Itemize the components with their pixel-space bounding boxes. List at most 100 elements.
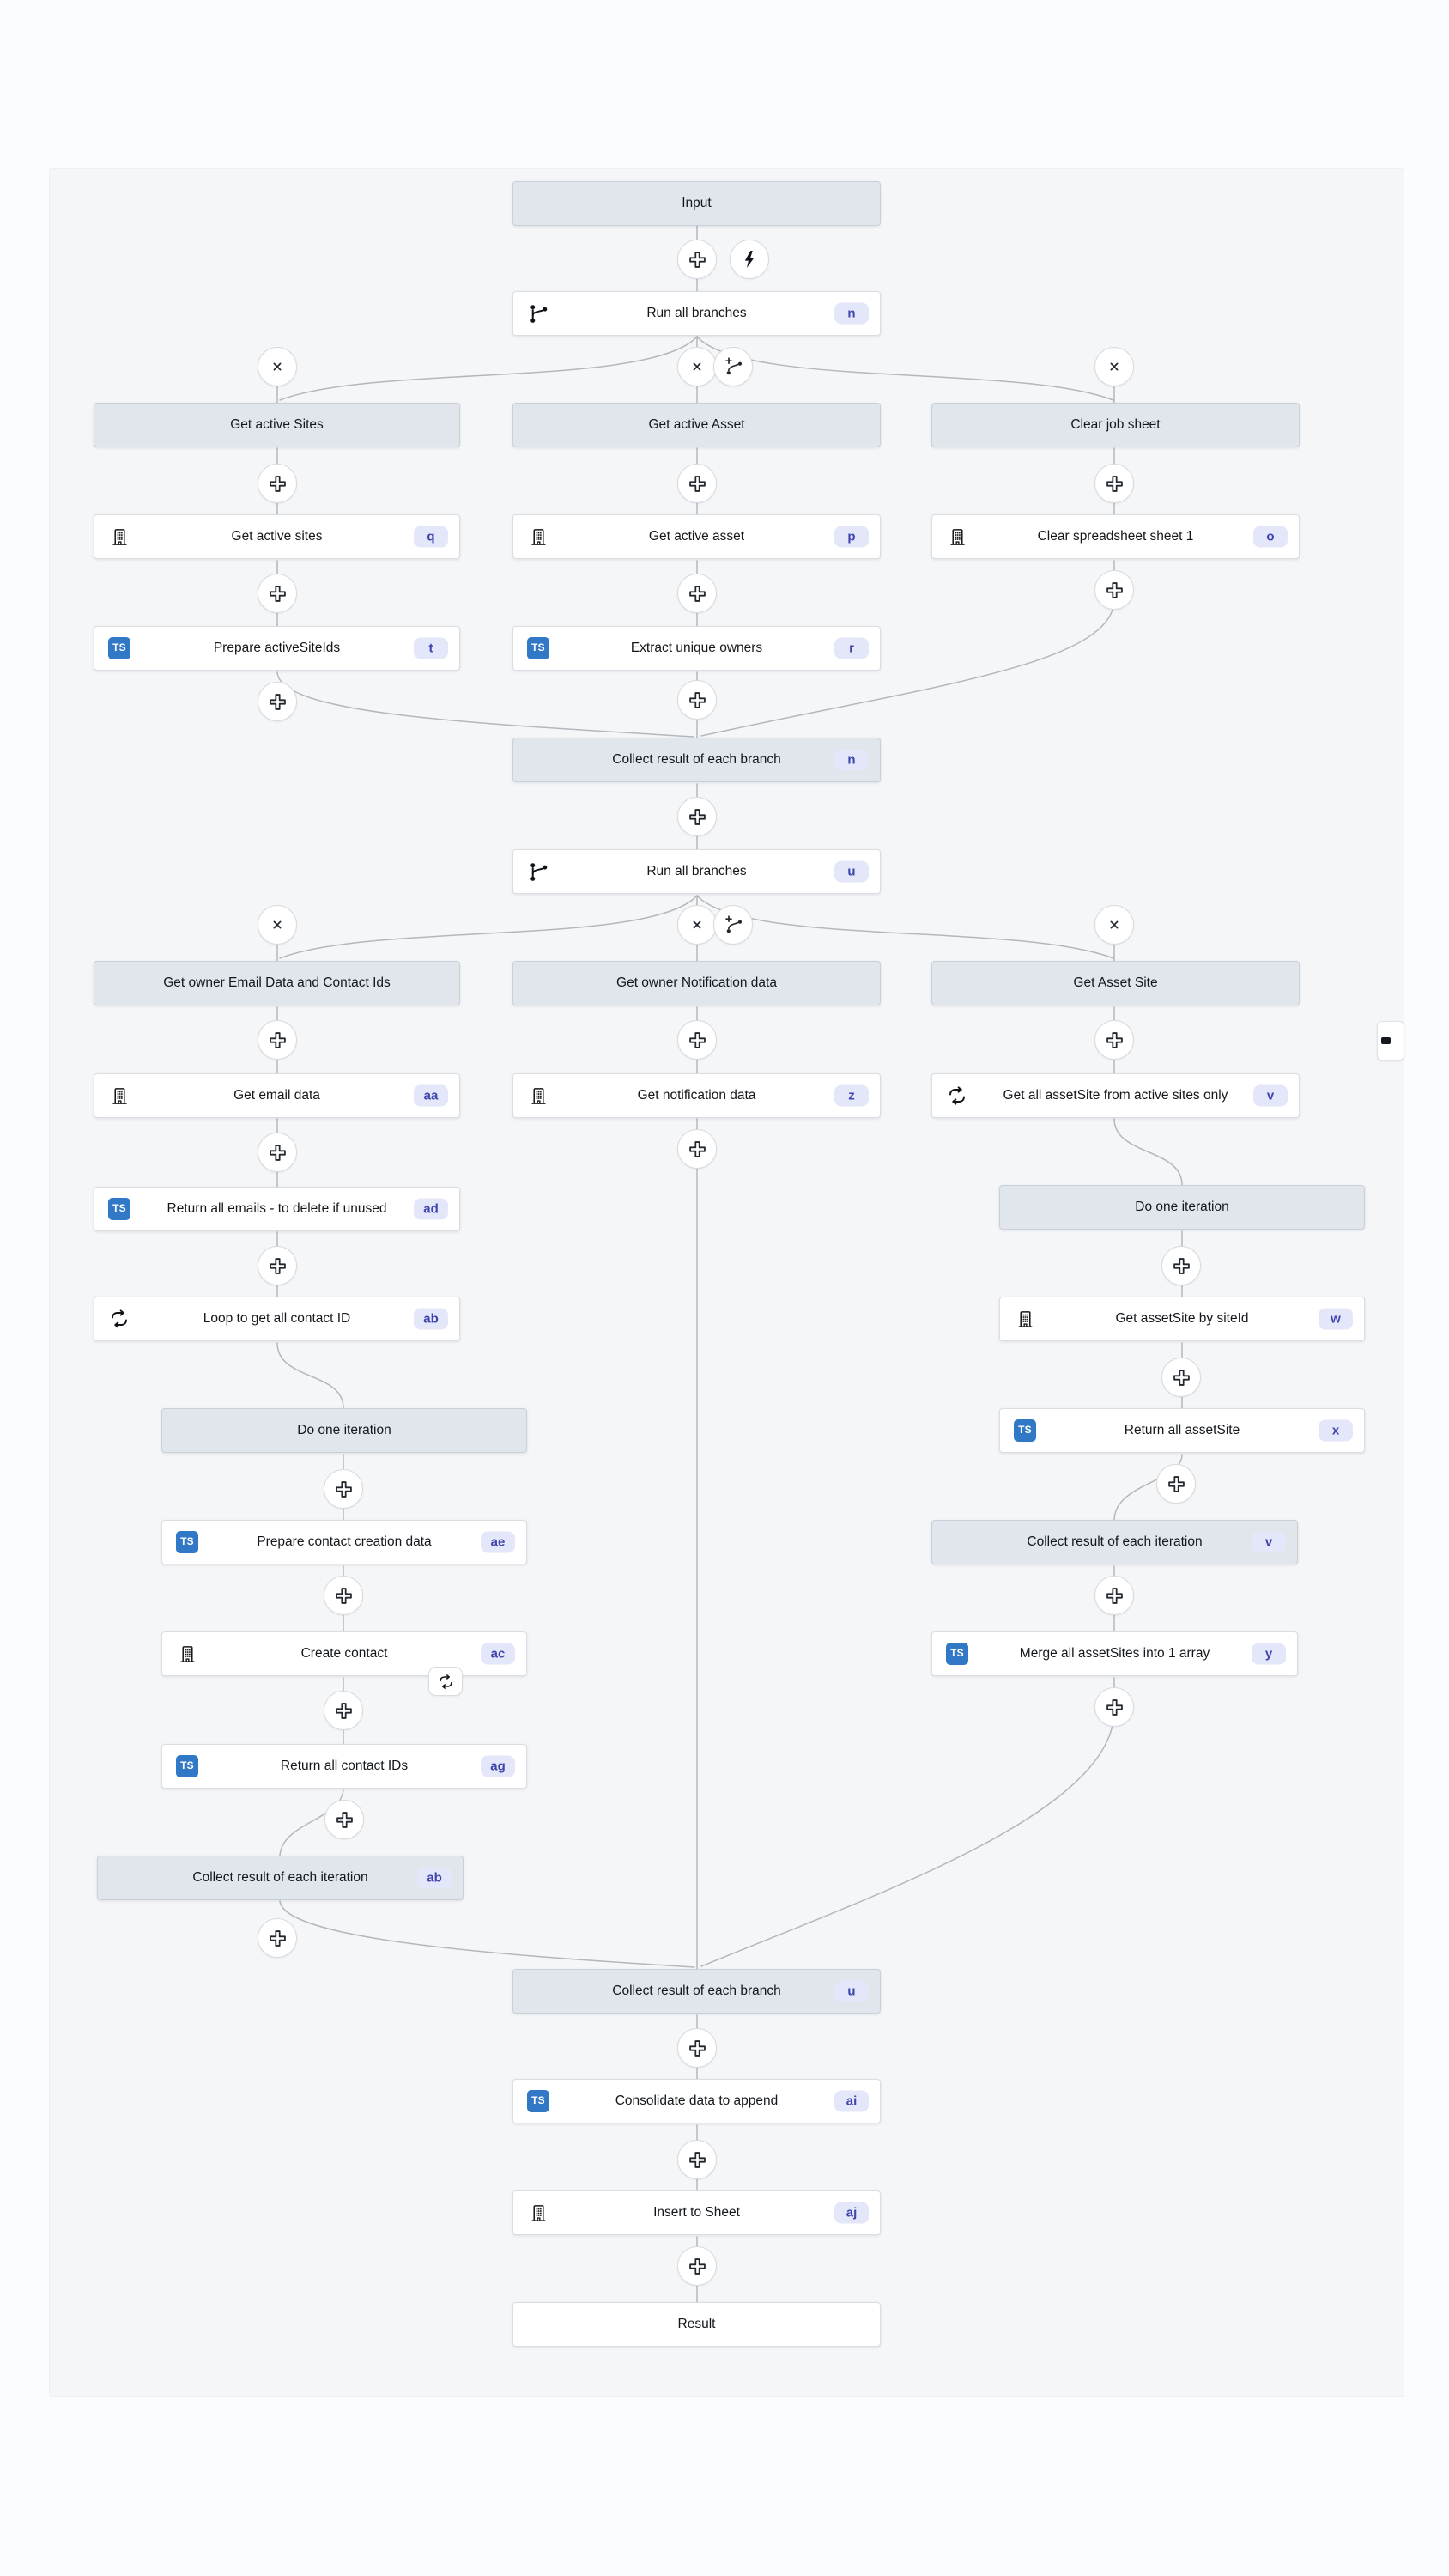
plus-icon[interactable]: [1161, 1358, 1201, 1397]
lightning-icon[interactable]: [730, 240, 769, 279]
do-one-iteration-left-header[interactable]: Do one iteration: [161, 1408, 527, 1453]
plus-icon[interactable]: [324, 1691, 363, 1730]
node-label: Get owner Notification data: [616, 975, 777, 991]
node-badge: ab: [414, 1308, 448, 1330]
plus-icon[interactable]: [677, 2140, 717, 2179]
node-label: Run all branches: [646, 306, 747, 321]
plus-icon[interactable]: [258, 464, 297, 503]
node-label: Result: [677, 2317, 716, 2332]
plus-icon[interactable]: [677, 1020, 717, 1060]
plus-icon[interactable]: [258, 1918, 297, 1958]
node-badge: ae: [481, 1531, 515, 1553]
node-label: Do one iteration: [1135, 1200, 1229, 1215]
plus-icon[interactable]: [324, 1469, 363, 1509]
plus-icon[interactable]: [677, 680, 717, 720]
node-label: Collect result of each iteration: [192, 1870, 368, 1886]
plus-icon[interactable]: [324, 1800, 364, 1839]
result-node[interactable]: Result: [512, 2302, 881, 2347]
plus-icon[interactable]: [258, 1246, 297, 1285]
plus-icon[interactable]: [677, 574, 717, 613]
node-label: Create contact: [300, 1646, 388, 1662]
node-label: Get assetSite by siteId: [1115, 1311, 1249, 1327]
plus-icon[interactable]: [1094, 464, 1134, 503]
plus-icon[interactable]: [1156, 1464, 1196, 1504]
plus-icon[interactable]: [677, 797, 717, 836]
node-label: Clear job sheet: [1070, 417, 1161, 433]
node-badge: u: [834, 860, 869, 883]
branch-get-asset-site-header[interactable]: Get Asset Site: [931, 961, 1300, 1005]
close-icon[interactable]: [677, 347, 717, 386]
plus-icon[interactable]: [324, 1576, 363, 1615]
close-icon[interactable]: [1094, 905, 1134, 945]
close-icon[interactable]: [1094, 347, 1134, 386]
add-branch-icon[interactable]: [713, 905, 753, 945]
input-node[interactable]: Input: [512, 181, 881, 226]
plus-icon[interactable]: [258, 1020, 297, 1060]
plus-icon[interactable]: [258, 574, 297, 613]
plus-icon[interactable]: [1094, 1576, 1134, 1615]
plus-icon[interactable]: [1161, 1246, 1201, 1285]
node-label: Consolidate data to append: [615, 2093, 779, 2109]
node-label: Prepare contact creation data: [257, 1534, 432, 1550]
node-badge: q: [414, 526, 448, 548]
ts-icon: TS: [527, 637, 549, 659]
plus-icon[interactable]: [258, 682, 297, 721]
branch-owner-email-header[interactable]: Get owner Email Data and Contact Ids: [94, 961, 460, 1005]
building-icon: [946, 526, 968, 548]
branch-clear-job-sheet-header[interactable]: Clear job sheet: [931, 403, 1300, 447]
node-label: Get Asset Site: [1073, 975, 1158, 991]
get-all-assetsite-node[interactable]: Get all assetSite from active sites only…: [931, 1073, 1300, 1118]
node-badge: t: [414, 637, 448, 659]
add-branch-icon[interactable]: [713, 347, 753, 386]
do-one-iteration-right-header[interactable]: Do one iteration: [999, 1185, 1365, 1230]
node-badge: n: [834, 749, 869, 771]
close-icon[interactable]: [258, 905, 297, 945]
plus-icon[interactable]: [677, 1129, 717, 1169]
plus-icon[interactable]: [1094, 570, 1134, 610]
branch-get-active-asset-header[interactable]: Get active Asset: [512, 403, 881, 447]
plus-icon[interactable]: [1094, 1687, 1134, 1727]
connector-line: [279, 1900, 695, 1968]
building-icon: [527, 2202, 549, 2224]
plus-icon[interactable]: [1094, 1020, 1134, 1060]
plus-icon[interactable]: [677, 240, 717, 279]
plus-icon[interactable]: [677, 2246, 717, 2286]
canvas-edge-widget[interactable]: [1377, 1021, 1404, 1060]
close-icon[interactable]: [258, 347, 297, 386]
branch-owner-notification-header[interactable]: Get owner Notification data: [512, 961, 881, 1005]
loop-icon[interactable]: [428, 1667, 463, 1696]
node-badge: ai: [834, 2090, 869, 2112]
branch-get-active-sites-header[interactable]: Get active Sites: [94, 403, 460, 447]
node-label: Get active asset: [648, 529, 745, 544]
plus-icon[interactable]: [677, 464, 717, 503]
plus-icon[interactable]: [258, 1133, 297, 1172]
close-icon[interactable]: [677, 905, 717, 945]
connector-line: [279, 895, 698, 959]
plus-icon[interactable]: [677, 2028, 717, 2068]
building-icon: [176, 1643, 198, 1665]
